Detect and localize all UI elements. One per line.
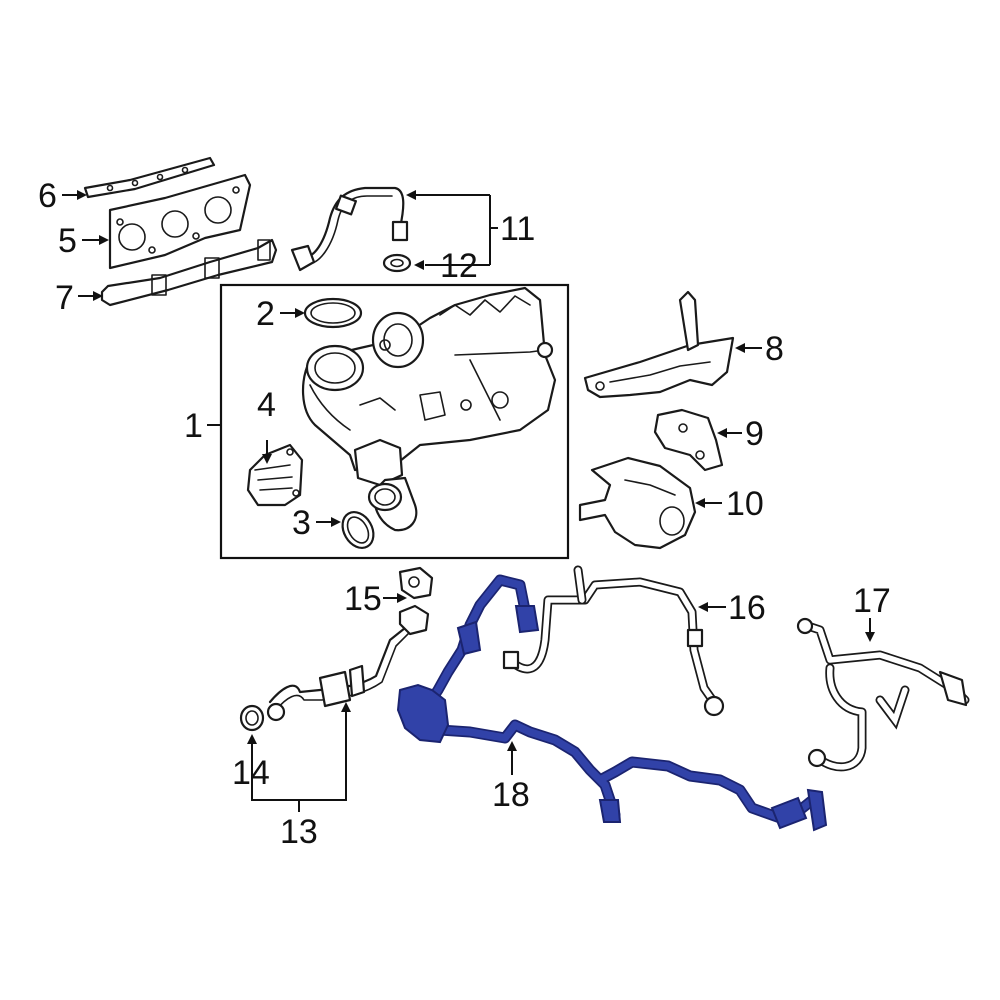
callout-8: 8 (765, 330, 784, 368)
callout-17: 17 (853, 582, 891, 620)
callout-12: 12 (440, 247, 478, 285)
part-15-gasket[interactable] (398, 566, 434, 600)
part-3-o-ring[interactable] (336, 507, 379, 554)
part-8-heat-shield[interactable] (583, 290, 735, 399)
callout-13: 13 (280, 813, 318, 851)
callout-6: 6 (38, 177, 57, 215)
callout-labels: 1 2 3 4 5 6 7 8 9 10 11 12 13 14 15 16 1… (38, 177, 891, 851)
part-4-actuator[interactable] (246, 443, 304, 507)
part-12-washer[interactable] (382, 253, 412, 273)
callout-2: 2 (256, 295, 275, 333)
callout-9: 9 (745, 415, 764, 453)
part-17-coolant-pipe[interactable] (796, 617, 970, 772)
callout-18: 18 (492, 776, 530, 814)
part-6-gasket-strip[interactable] (83, 156, 216, 199)
part-14-o-ring[interactable] (239, 704, 265, 732)
callout-10: 10 (726, 485, 764, 523)
callout-15: 15 (344, 580, 382, 618)
part-10-heat-shield-turbo[interactable] (578, 456, 697, 550)
callout-11: 11 (500, 210, 535, 248)
callout-4: 4 (257, 386, 276, 424)
callout-7: 7 (55, 279, 74, 317)
part-18-coolant-return-line[interactable] (396, 574, 828, 832)
part-13-coolant-line[interactable] (266, 604, 430, 722)
part-16-coolant-pipe[interactable] (502, 565, 725, 717)
callout-5: 5 (58, 222, 77, 260)
callout-3: 3 (292, 504, 311, 542)
callout-1: 1 (184, 407, 203, 445)
part-7-retainer-bar[interactable] (100, 238, 278, 307)
callout-14: 14 (232, 754, 270, 792)
leader-lines (62, 190, 875, 812)
part-11-oil-feed-line[interactable] (290, 186, 409, 272)
part-1-turbocharger[interactable] (301, 286, 557, 532)
callout-16: 16 (728, 589, 766, 627)
part-9-heat-shield-small[interactable] (653, 408, 724, 472)
part-5-manifold-gasket[interactable] (108, 173, 252, 270)
turbo-assembly-box (219, 283, 570, 560)
